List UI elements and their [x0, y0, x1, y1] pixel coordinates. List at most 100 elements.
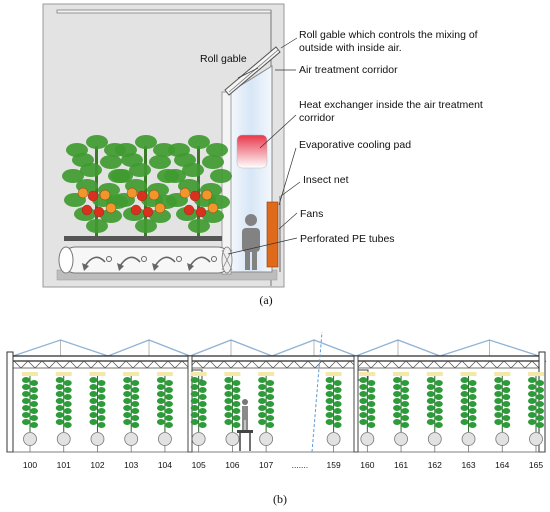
- plant-row: [22, 372, 38, 452]
- label-roll-gable: Roll gable: [200, 53, 247, 65]
- leaf: [258, 391, 267, 397]
- leaf: [232, 415, 241, 421]
- truss-diagonal: [384, 360, 393, 369]
- plant-row: [89, 372, 106, 452]
- truss-diagonal: [69, 360, 78, 369]
- leaf: [460, 412, 469, 418]
- leaf: [536, 394, 544, 400]
- leaf: [258, 412, 267, 418]
- leaf: [55, 398, 64, 404]
- plant-pot: [191, 432, 206, 446]
- leaf: [156, 419, 165, 425]
- leaf: [333, 415, 342, 421]
- leaf: [30, 401, 38, 407]
- leaf: [393, 419, 402, 425]
- truss-diagonal: [307, 360, 316, 369]
- leaf: [202, 209, 224, 223]
- grow-light: [426, 372, 443, 376]
- truss-diagonal: [517, 360, 526, 369]
- leaf: [426, 405, 435, 411]
- plant-row: [123, 372, 140, 452]
- leaf: [123, 398, 132, 404]
- leaf: [206, 143, 228, 157]
- leaf: [131, 387, 140, 393]
- truss-diagonal: [195, 360, 204, 369]
- plant-row: [156, 372, 173, 452]
- leaf: [224, 412, 233, 418]
- leaf: [333, 422, 342, 428]
- truss-diagonal: [279, 360, 288, 369]
- leaf: [100, 209, 122, 223]
- leaf: [258, 405, 267, 411]
- leaf: [55, 391, 64, 397]
- row-number: 101: [57, 460, 71, 470]
- truss-diagonal: [251, 360, 260, 369]
- row-number: 105: [192, 460, 206, 470]
- row-number: 161: [394, 460, 408, 470]
- leaf: [190, 419, 199, 425]
- leaf: [97, 415, 106, 421]
- leaf: [89, 419, 98, 425]
- plant-pot: [225, 432, 240, 446]
- leaf: [89, 377, 98, 383]
- leaf: [164, 415, 173, 421]
- truss-diagonal: [27, 360, 36, 369]
- leaf: [232, 401, 241, 407]
- plant-bench: [64, 236, 222, 241]
- leaf: [182, 163, 204, 177]
- leaf: [393, 384, 402, 390]
- leaf: [188, 219, 210, 233]
- leaf: [198, 422, 207, 428]
- truss-diagonal: [97, 360, 106, 369]
- leaf: [258, 384, 267, 390]
- leaf: [393, 391, 402, 397]
- row-number: 106: [225, 460, 239, 470]
- leaf: [367, 387, 376, 393]
- plant-pot: [427, 432, 442, 446]
- plant-stem: [144, 146, 147, 236]
- perforation-hole: [106, 256, 112, 262]
- left-wall: [6, 351, 14, 453]
- leaf: [89, 412, 98, 418]
- row-number: 104: [158, 460, 172, 470]
- leaf: [401, 387, 410, 393]
- leaf: [401, 394, 410, 400]
- leaf: [434, 394, 443, 400]
- row-number: 163: [461, 460, 475, 470]
- truss-diagonal: [426, 360, 435, 369]
- leaf: [258, 419, 267, 425]
- truss-diagonal: [216, 360, 225, 369]
- leaf: [232, 394, 241, 400]
- leaf: [325, 412, 334, 418]
- leaf: [401, 380, 410, 386]
- heat-exchanger: [236, 134, 268, 169]
- top-rail: [56, 9, 272, 14]
- truss-diagonal: [391, 360, 400, 369]
- panel-a: Roll gable Roll gable which controls the…: [42, 3, 483, 307]
- plant-row: [190, 372, 207, 452]
- truss-diagonal: [202, 360, 211, 369]
- label-heat-exchanger-line1: Heat exchanger inside the air treatment: [299, 99, 483, 111]
- leaf: [97, 408, 106, 414]
- leaf: [333, 380, 342, 386]
- support-column: [353, 355, 359, 453]
- leaf: [325, 377, 334, 383]
- truss-diagonal: [454, 360, 463, 369]
- leaf: [232, 408, 241, 414]
- truss-diagonal: [412, 360, 421, 369]
- leaf: [198, 387, 207, 393]
- truss-diagonal: [489, 360, 498, 369]
- leaf: [63, 401, 72, 407]
- leaf: [401, 408, 410, 414]
- leaf: [367, 394, 376, 400]
- leaf: [123, 377, 132, 383]
- leaf: [502, 401, 511, 407]
- tomato-plant: [164, 135, 232, 236]
- greenhouse-roof: [12, 339, 540, 357]
- plant-pot: [495, 432, 510, 446]
- leaf: [325, 398, 334, 404]
- leaf: [359, 384, 368, 390]
- truss-diagonal: [370, 360, 379, 369]
- truss-diagonal: [62, 360, 71, 369]
- leaf: [359, 391, 368, 397]
